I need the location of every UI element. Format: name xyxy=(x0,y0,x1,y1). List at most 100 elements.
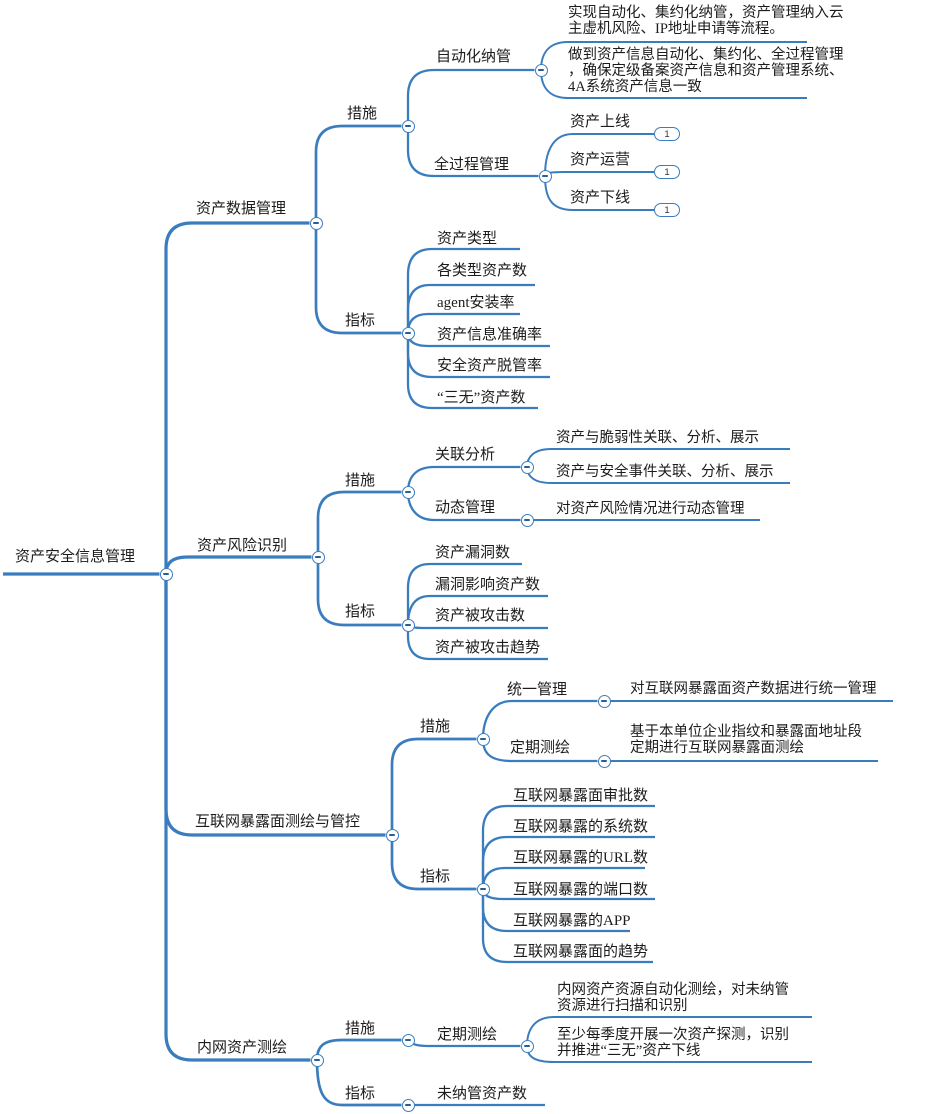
edge xyxy=(406,465,521,493)
collapse-toggle-intranet[interactable] xyxy=(310,1053,324,1067)
node-unified-management[interactable]: 统一管理 xyxy=(507,682,568,698)
edge xyxy=(544,133,654,177)
collapse-toggle-data-indicators[interactable] xyxy=(401,326,415,340)
node-indicator-three-no-assets[interactable]: “三无”资产数 xyxy=(437,390,526,406)
node-risk-measures[interactable]: 措施 xyxy=(345,473,376,489)
node-root[interactable]: 资产安全信息管理 xyxy=(15,549,136,565)
node-indicator-info-accuracy[interactable]: 资产信息准确率 xyxy=(437,327,543,343)
node-indicator-exposed-urls[interactable]: 互联网暴露的URL数 xyxy=(513,850,649,866)
node-indicator-vuln-count[interactable]: 资产漏洞数 xyxy=(435,545,511,561)
minus-icon xyxy=(405,332,411,334)
note-intranet-mapping-2[interactable]: 至少每季度开展一次资产探测，识别 并推进“三无”资产下线 xyxy=(557,1027,789,1059)
node-indicator-asset-count-by-type[interactable]: 各类型资产数 xyxy=(437,263,528,279)
collapse-toggle-intranet-measures[interactable] xyxy=(401,1033,415,1047)
note-onboarding-detail-2[interactable]: 做到资产信息自动化、集约化、全过程管理 ，确保定级备案资产信息和资产管理系统、 … xyxy=(568,47,844,95)
minus-icon xyxy=(405,1104,411,1106)
collapse-toggle-intranet-indicators[interactable] xyxy=(401,1098,415,1112)
minus-icon xyxy=(524,1045,530,1047)
edge xyxy=(406,562,522,625)
node-full-process-management[interactable]: 全过程管理 xyxy=(434,157,510,173)
edge xyxy=(481,835,655,889)
minus-icon xyxy=(389,834,395,836)
collapse-toggle-risk-measures[interactable] xyxy=(401,485,415,499)
minus-icon xyxy=(480,738,486,740)
edge xyxy=(390,737,477,835)
collapse-toggle-risk-indicators[interactable] xyxy=(401,618,415,632)
node-risk-identification[interactable]: 资产风险识别 xyxy=(197,538,288,554)
edge xyxy=(314,223,402,335)
collapse-toggle-exposure[interactable] xyxy=(385,828,399,842)
edge xyxy=(315,1038,402,1061)
note-unified-management-detail[interactable]: 对互联网暴露面资产数据进行统一管理 xyxy=(630,681,877,697)
node-indicator-asset-type[interactable]: 资产类型 xyxy=(437,231,498,247)
badge-asset-operation-count[interactable]: 1 xyxy=(654,165,680,179)
badge-asset-online-count[interactable]: 1 xyxy=(654,127,680,141)
node-periodic-mapping-intranet[interactable]: 定期测绘 xyxy=(437,1027,498,1043)
node-exposure-measures[interactable]: 措施 xyxy=(420,719,451,735)
minus-icon xyxy=(524,466,530,468)
note-intranet-mapping-1[interactable]: 内网资产资源自动化测绘，对未纳管 资源进行扫描和识别 xyxy=(557,982,789,1014)
note-onboarding-detail-1[interactable]: 实现自动化、集约化纳管，资产管理纳入云 主虚机风险、IP地址申请等流程。 xyxy=(568,5,844,37)
collapse-toggle-periodic-intranet[interactable] xyxy=(520,1039,534,1053)
collapse-toggle-dynamic[interactable] xyxy=(520,513,534,527)
collapse-toggle-asset-data[interactable] xyxy=(309,216,323,230)
node-indicator-exposure-trend[interactable]: 互联网暴露面的趋势 xyxy=(513,944,649,960)
edge xyxy=(406,333,538,410)
edge xyxy=(315,1059,402,1107)
minus-icon xyxy=(314,1059,320,1061)
node-indicator-exposed-apps[interactable]: 互联网暴露的APP xyxy=(513,913,631,929)
collapse-toggle-full-process[interactable] xyxy=(538,169,552,183)
edge xyxy=(481,804,655,889)
node-intranet-indicators[interactable]: 指标 xyxy=(345,1086,376,1102)
node-asset-operation[interactable]: 资产运营 xyxy=(570,152,631,168)
node-indicator-exposed-ports[interactable]: 互联网暴露的端口数 xyxy=(513,882,649,898)
node-indicator-unmanaged-assets[interactable]: 未纳管资产数 xyxy=(437,1086,528,1102)
node-intranet-measures[interactable]: 措施 xyxy=(345,1021,376,1037)
node-indicator-exposed-systems[interactable]: 互联网暴露的系统数 xyxy=(513,819,649,835)
node-indicator-vuln-affected-assets[interactable]: 漏洞影响资产数 xyxy=(435,577,541,593)
node-asset-online[interactable]: 资产上线 xyxy=(570,114,631,130)
collapse-toggle-unified-mgmt[interactable] xyxy=(597,694,611,708)
node-risk-indicators[interactable]: 指标 xyxy=(345,604,376,620)
collapse-toggle-periodic-internet[interactable] xyxy=(597,754,611,768)
note-periodic-mapping-detail[interactable]: 基于本单位企业指纹和暴露面地址段 定期进行互联网暴露面测绘 xyxy=(630,724,862,756)
edge xyxy=(481,889,653,964)
node-indicator-unmanaged-rate[interactable]: 安全资产脱管率 xyxy=(437,358,543,374)
collapse-toggle-exposure-indicators[interactable] xyxy=(476,882,490,896)
node-automated-onboarding[interactable]: 自动化纳管 xyxy=(436,49,512,65)
minus-icon xyxy=(163,573,169,575)
note-dynamic-management-detail[interactable]: 对资产风险情况进行动态管理 xyxy=(556,501,745,517)
node-indicator-attacked-count[interactable]: 资产被攻击数 xyxy=(435,608,526,624)
edge xyxy=(314,124,402,223)
node-internet-exposure-mapping[interactable]: 互联网暴露面测绘与管控 xyxy=(195,814,361,830)
node-exposure-indicators[interactable]: 指标 xyxy=(420,869,451,885)
edge xyxy=(316,557,402,627)
note-event-correlation[interactable]: 资产与安全事件关联、分析、展示 xyxy=(556,464,774,480)
minus-icon xyxy=(480,888,486,890)
edge xyxy=(406,625,548,661)
collapse-toggle-data-measures[interactable] xyxy=(401,119,415,133)
node-data-measures[interactable]: 措施 xyxy=(347,106,378,122)
minus-icon xyxy=(315,556,321,558)
collapse-toggle-root[interactable] xyxy=(159,567,173,581)
node-asset-offline[interactable]: 资产下线 xyxy=(570,190,631,206)
edge xyxy=(164,574,311,1062)
collapse-toggle-exposure-measures[interactable] xyxy=(476,732,490,746)
node-dynamic-management[interactable]: 动态管理 xyxy=(435,500,496,516)
edge xyxy=(164,221,310,574)
minus-icon xyxy=(601,700,607,702)
note-vuln-correlation[interactable]: 资产与脆弱性关联、分析、展示 xyxy=(556,430,759,446)
node-data-indicators[interactable]: 指标 xyxy=(345,313,376,329)
node-indicator-exposure-approvals[interactable]: 互联网暴露面审批数 xyxy=(513,788,649,804)
node-asset-data-management[interactable]: 资产数据管理 xyxy=(196,201,287,217)
badge-asset-offline-count[interactable]: 1 xyxy=(654,203,680,217)
collapse-toggle-automated-onboarding[interactable] xyxy=(534,63,548,77)
node-correlation-analysis[interactable]: 关联分析 xyxy=(435,447,496,463)
node-indicator-attack-trend[interactable]: 资产被攻击趋势 xyxy=(435,640,541,656)
minus-icon xyxy=(313,222,319,224)
node-periodic-mapping-internet[interactable]: 定期测绘 xyxy=(510,740,571,756)
collapse-toggle-risk[interactable] xyxy=(311,550,325,564)
node-indicator-agent-install-rate[interactable]: agent安装率 xyxy=(437,295,515,311)
node-intranet-asset-mapping[interactable]: 内网资产测绘 xyxy=(197,1040,288,1056)
collapse-toggle-correlation[interactable] xyxy=(520,460,534,474)
